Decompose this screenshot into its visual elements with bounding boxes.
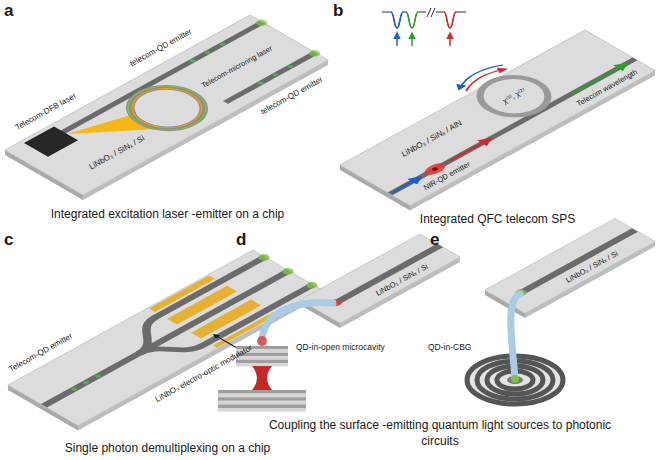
fiber-d (257, 302, 333, 346)
chip-d-part-part (332, 244, 443, 305)
chip-c (8, 248, 334, 430)
chip-b-part (325, 21, 655, 205)
chip-b-part-part (340, 30, 655, 205)
chip-e-part-part (485, 218, 655, 313)
open-microcavity-part (218, 394, 306, 398)
panel-caption: Single photon demultiplexing on a chip (5, 441, 330, 457)
chip-c-part-part (139, 271, 313, 367)
chip-e-part (485, 218, 655, 313)
spectrum-inset-part (449, 33, 451, 46)
chip-b-part-part (392, 177, 420, 192)
open-microcavity-part (252, 366, 272, 390)
chip-a-part-part (307, 49, 323, 58)
chip-a-part-part (223, 51, 318, 103)
open-microcavity-part (218, 397, 306, 401)
fiber-d-part (262, 302, 333, 342)
chip-c-part-part (82, 380, 90, 385)
panel-letter: c (4, 231, 13, 248)
chip-c-part-part (41, 351, 143, 407)
fiber-e (511, 294, 520, 383)
panel-letter: a (4, 2, 13, 19)
panel-caption: Integrated QFC telecom SPS (340, 212, 655, 228)
component-label: LiNbO₃ / SiNₓ / Si (375, 263, 429, 298)
chip-a-part-part (287, 64, 295, 69)
component-label: Telecom-DFB laser (14, 92, 77, 132)
chip-a-part-part (118, 80, 216, 135)
fiber-d-part (257, 336, 267, 346)
chip-b (325, 21, 655, 210)
chip-a-part (5, 13, 331, 195)
chip-c-part-part (191, 300, 261, 339)
panel-letter: d (236, 231, 246, 248)
spectrum-inset-part (391, 12, 403, 28)
chip-b-part-part (388, 57, 638, 195)
chip-c-part-part (256, 253, 272, 262)
chip-c-part-part (214, 335, 236, 348)
component-label: χ⁽³⁾, χ⁽²⁾ (502, 87, 527, 105)
chip-a-part-part (254, 18, 270, 27)
fiber-e-part (511, 294, 520, 378)
chip-b-part-part (453, 62, 503, 90)
chip-c-part-part (70, 387, 78, 392)
chip-a-part-part (24, 126, 78, 156)
component-label: Telecom-microring laser (200, 44, 273, 89)
open-microcavity-part (218, 401, 306, 405)
chip-b-part-part (431, 167, 439, 172)
component-label: LiNbO₃ / SiNₓ / Si (565, 250, 619, 285)
component-label: NIR-QD emitter (423, 160, 472, 192)
spectrum-inset-part (436, 12, 466, 28)
chip-b-part-part (450, 139, 490, 161)
open-microcavity-part (218, 408, 306, 412)
chip-a-part-part (204, 50, 212, 55)
open-microcavity-part (218, 390, 306, 394)
chip-c-part-part (94, 374, 102, 379)
chip-c-part-part (8, 250, 323, 425)
spectrum-inset-part (427, 8, 431, 17)
chip-c-part-part (115, 257, 289, 353)
spectrum-inset-part (406, 12, 418, 28)
component-label: QD-in-open microcavity (296, 343, 385, 352)
chip-a (5, 13, 331, 200)
component-label: telecom-QD emitter (129, 28, 194, 69)
spectrum-inset-part (431, 8, 435, 17)
chip-a-part-part (257, 81, 265, 86)
spectrum-inset (382, 8, 466, 46)
chip-a-part-part (67, 107, 153, 155)
spectrum-inset-part (444, 12, 456, 28)
chip-c-part-part (280, 267, 296, 276)
chip-a-part-part (219, 42, 227, 47)
open-microcavity-part (218, 404, 306, 408)
chip-a-part-part (189, 59, 197, 64)
panel-caption: Coupling the surface -emitting quantum l… (265, 418, 615, 449)
open-microcavity-part (236, 363, 288, 366)
component-label: QD-in-CBG (428, 343, 471, 352)
spectrum-inset-part (382, 12, 426, 28)
open-microcavity-part (236, 360, 288, 363)
circular-bragg-grating-part (507, 376, 523, 384)
component-label: LiNbO₃ electro-optic modulator (154, 344, 254, 404)
component-label: LiNbO₃ / SiNₓ / AlN (401, 119, 464, 159)
spectrum-inset-part (411, 33, 413, 46)
component-label: LiNbO₃ / SiNₓ / Si (88, 134, 146, 171)
component-label: telecom-QD emitter (260, 76, 325, 117)
panel-letter: e (430, 231, 439, 248)
spectrum-inset-part (396, 33, 398, 46)
open-microcavity-part (236, 356, 288, 359)
chip-d (300, 234, 460, 328)
chip-c-part (8, 248, 334, 430)
chip-c-part-part (304, 281, 320, 290)
fiber-e-part (511, 375, 519, 383)
component-label: Telecom wavelength (575, 68, 638, 108)
chip-e-part-part (517, 228, 638, 295)
chip-a-part-part (272, 73, 280, 78)
component-label: Telecom-QD emitter (8, 332, 74, 373)
panel-letter: b (333, 2, 343, 19)
chip-a-part-part (5, 15, 328, 195)
panel-caption: Integrated excitation laser -emitter on … (5, 207, 330, 223)
